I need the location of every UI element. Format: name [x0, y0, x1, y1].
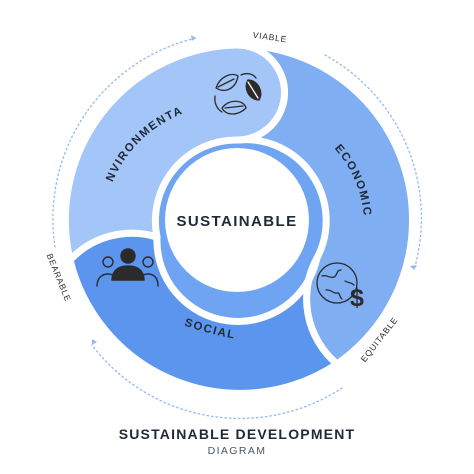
arrow-bottom — [91, 344, 343, 420]
center-label: SUSTAINABLE — [177, 213, 298, 230]
arrowhead-bottom — [92, 339, 97, 345]
diagram-subtitle: DIAGRAM — [207, 445, 267, 457]
arrowhead-top-left — [191, 35, 196, 41]
arrowheads — [92, 35, 417, 345]
people-icon — [96, 248, 159, 287]
svg-text:$: $ — [350, 284, 364, 312]
diagram-title: SUSTAINABLE DEVELOPMENT — [118, 426, 356, 442]
arrow-top-left — [52, 37, 197, 248]
segment-environmental — [61, 41, 288, 264]
center-circle — [165, 148, 309, 292]
arrowhead-top-right — [410, 265, 417, 270]
globe-dollar-icon: $ — [316, 262, 364, 312]
connector-arrows — [52, 37, 423, 420]
connector-label-viable: VIABLE — [252, 30, 288, 45]
arrow-top-right — [324, 54, 423, 271]
leaves-icon — [214, 72, 262, 115]
